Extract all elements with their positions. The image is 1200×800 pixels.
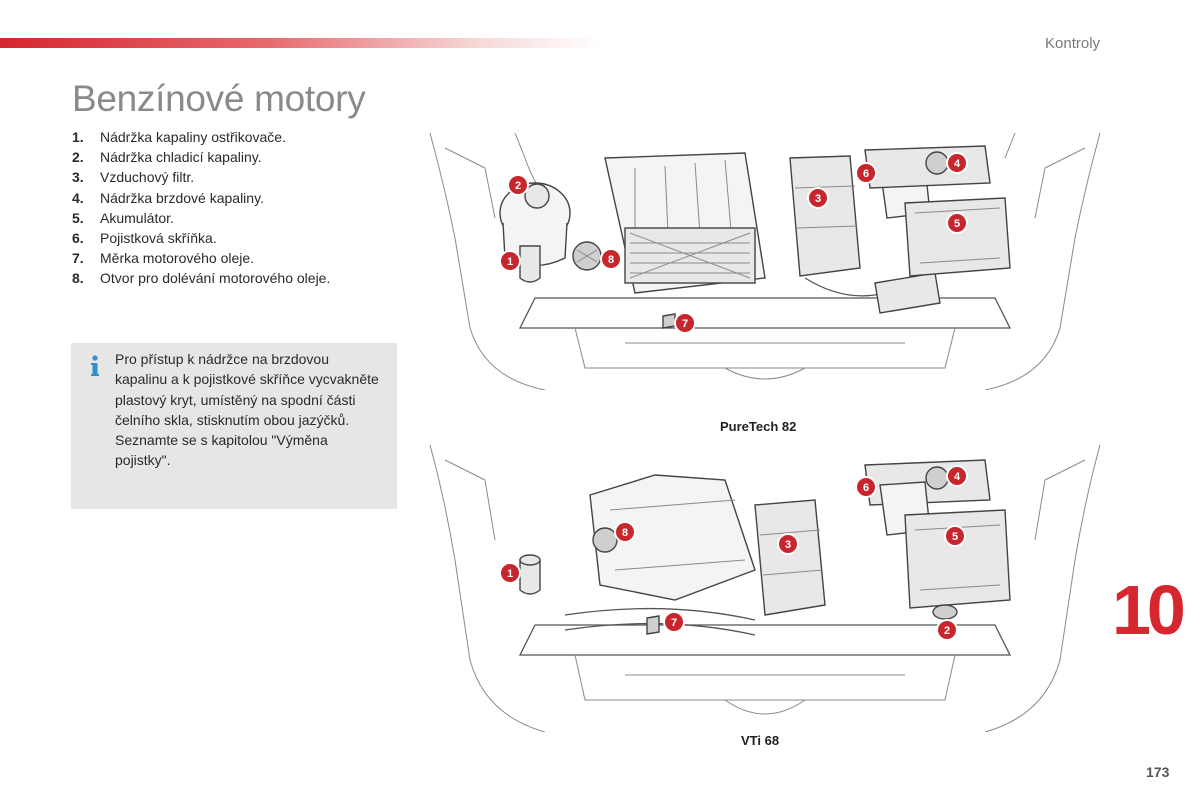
diagram-marker: 3 — [777, 533, 799, 555]
legend-item: 4.Nádržka brzdové kapaliny. — [72, 189, 264, 206]
svg-text:5: 5 — [952, 531, 958, 543]
engine-diagram-puretech: 1 2 3 4 5 6 7 8 — [429, 132, 1101, 390]
info-paragraph: Pro přístup k nádržce na brzdovou kapali… — [115, 351, 379, 428]
info-paragraph: Seznamte se s kapitolou "Výměna pojistky… — [115, 432, 328, 469]
diagram-marker: 5 — [944, 525, 966, 547]
svg-text:3: 3 — [815, 193, 821, 205]
diagram-caption: VTi 68 — [741, 733, 780, 748]
diagram-marker: 6 — [855, 162, 877, 184]
legend-item: 6.Pojistková skříňka. — [72, 230, 217, 247]
chapter-number: 10 — [1112, 571, 1186, 649]
diagram-marker: 4 — [946, 465, 968, 487]
svg-text:4: 4 — [954, 158, 961, 170]
diagram-marker: 1 — [499, 562, 521, 584]
legend-item: 3.Vzduchový filtr. — [72, 169, 195, 186]
engine-diagram-vti: 1 2 3 4 5 6 7 8 — [429, 444, 1101, 732]
legend-item: 2.Nádržka chladicí kapaliny. — [72, 149, 262, 166]
svg-text:2: 2 — [944, 625, 950, 637]
component-legend: 1.Nádržka kapaliny ostřikovače. 2.Nádržk… — [72, 127, 330, 289]
diagram-marker: 7 — [674, 312, 696, 334]
svg-text:4: 4 — [954, 471, 961, 483]
legend-item: 8.Otvor pro dolévání motorového oleje. — [72, 270, 331, 287]
legend-item: 7.Měrka motorového oleje. — [72, 250, 255, 267]
header-accent-bar — [0, 38, 600, 48]
info-box: Pro přístup k nádržce na brzdovou kapali… — [71, 343, 397, 509]
svg-text:6: 6 — [863, 168, 869, 180]
diagram-marker: 5 — [946, 212, 968, 234]
legend-item: 1.Nádržka kapaliny ostřikovače. — [72, 129, 286, 145]
diagram-marker: 4 — [946, 152, 968, 174]
info-icon — [91, 355, 99, 376]
diagram-marker: 8 — [614, 521, 636, 543]
section-name: Kontroly — [1045, 35, 1101, 52]
diagram-caption: PureTech 82 — [720, 419, 797, 434]
svg-text:3: 3 — [785, 539, 791, 551]
diagram-marker: 3 — [807, 187, 829, 209]
diagram-marker: 1 — [499, 250, 521, 272]
diagram-marker: 8 — [600, 248, 622, 270]
diagram-marker: 6 — [855, 476, 877, 498]
svg-text:1: 1 — [507, 256, 513, 268]
diagram-marker: 2 — [507, 174, 529, 196]
svg-text:8: 8 — [622, 527, 628, 539]
svg-text:8: 8 — [608, 254, 614, 266]
diagram-marker: 7 — [663, 611, 685, 633]
legend-item: 5.Akumulátor. — [72, 209, 174, 226]
svg-text:5: 5 — [954, 218, 960, 230]
svg-text:2: 2 — [515, 180, 521, 192]
svg-text:7: 7 — [671, 617, 677, 629]
info-text: Pro přístup k nádržce na brzdovou kapali… — [115, 349, 385, 471]
page-title: Benzínové motory — [72, 78, 366, 119]
diagram-marker: 2 — [936, 619, 958, 641]
svg-text:1: 1 — [507, 568, 513, 580]
page-number: 173 — [1146, 764, 1170, 780]
svg-text:7: 7 — [682, 318, 688, 330]
svg-text:6: 6 — [863, 482, 869, 494]
